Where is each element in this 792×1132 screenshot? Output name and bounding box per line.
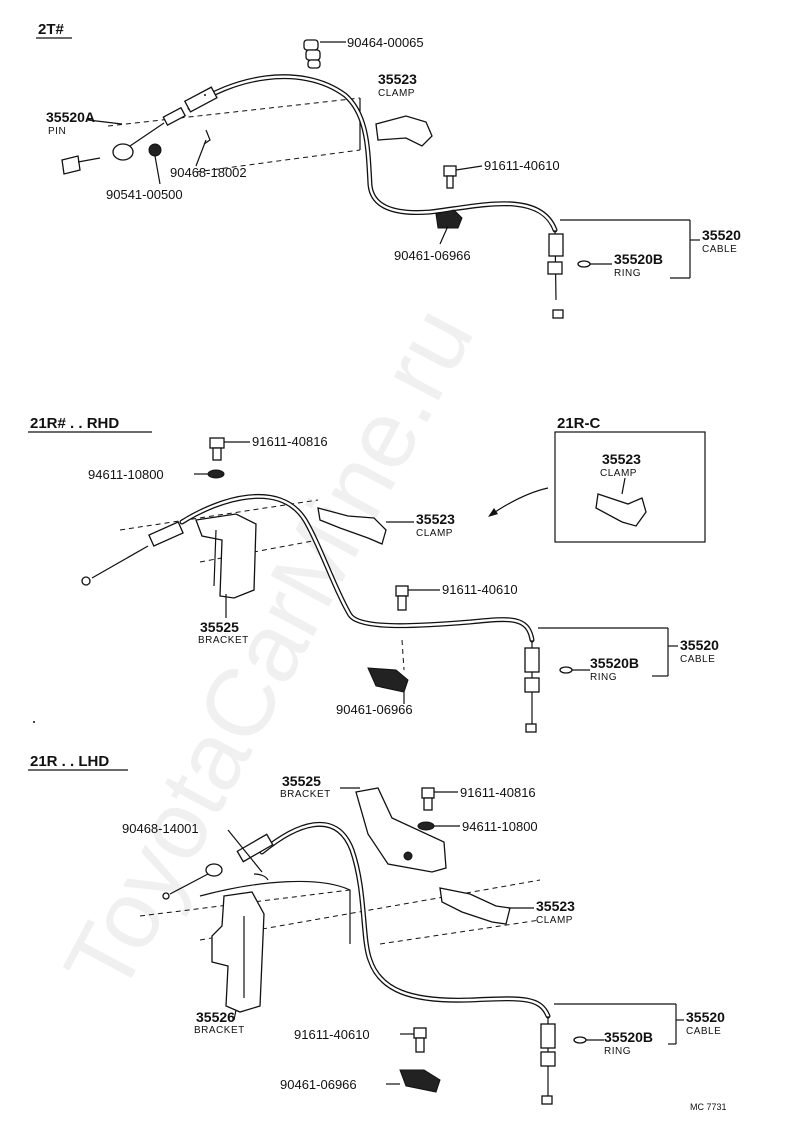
washer-icon [148,143,162,157]
label-35526-bracket: BRACKET [194,1025,245,1036]
clip-icon [253,873,269,881]
label-35525-bracket: BRACKET [280,789,331,800]
label-35526: 35526 [196,1009,235,1025]
label-94611-10800: 94611-10800 [462,819,538,834]
cable-end-right [548,233,564,257]
label-90461-06966: 90461-06966 [280,1077,357,1092]
cable-clip-icon [367,667,409,693]
label-35520a-pin: PIN [48,126,66,137]
section-title-2t: 2T# [38,21,65,38]
inset-title-21r-c: 21R-C [557,415,601,432]
cable-end-right [540,1023,556,1049]
ring-icon [577,260,591,268]
label-35523-clamp: CLAMP [416,528,453,539]
label-35520b: 35520B [614,251,663,267]
section-title-21r-lhd: 21R . . LHD [30,753,109,770]
label-35520-cable: CABLE [680,654,715,665]
inset-box-21r-c [554,431,706,543]
section-21r-rhd: 21R# . . RHD 21R-C 35523 CLAMP [28,415,719,733]
bolt-40816-icon [421,787,435,811]
label-91611-40816: 91611-40816 [460,785,536,800]
label-35520: 35520 [702,227,741,243]
bracket-35526-icon [211,891,265,1013]
section-2t: 2T# [36,21,741,319]
ring-icon [573,1036,587,1044]
label-90468-18002: 90468-18002 [170,165,247,180]
inset-clamp-icon [595,493,647,527]
label-35520b-ring: RING [590,672,617,683]
cable-clip-icon [435,209,463,229]
label-35523: 35523 [378,71,417,87]
arrow-icon [488,508,498,517]
label-35523: 35523 [416,511,455,527]
label-35525: 35525 [200,619,239,635]
label-91611-40816: 91611-40816 [252,434,328,449]
pin-icon [61,155,81,175]
label-35520-cable: CABLE [686,1026,721,1037]
cable-clip-icon [399,1069,441,1093]
label-94611-10800: 94611-10800 [88,467,164,482]
label-90468-14001: 90468-14001 [122,821,199,836]
cable-end-yoke [112,143,134,161]
label-35520a: 35520A [46,109,95,125]
washer-icon [417,821,435,831]
label-35523-clamp: CLAMP [378,88,415,99]
label-91611-40610: 91611-40610 [442,582,518,597]
clamp-icon [439,887,511,925]
inset-label-35523-clamp: CLAMP [600,468,637,479]
ring-icon [559,666,573,674]
clip-icon [203,129,211,145]
washer-icon [207,469,225,479]
clip-90464-icon [303,39,321,69]
cable-fitting-left [183,86,218,113]
label-90541-00500: 90541-00500 [106,187,183,202]
label-35520b: 35520B [604,1029,653,1045]
label-35520b-ring: RING [614,268,641,279]
label-35523-clamp: CLAMP [536,915,573,926]
figure-code: MC 7731 [690,1102,727,1112]
label-90461-06966: 90461-06966 [394,248,471,263]
bracket-35525-icon [355,787,447,873]
label-35520: 35520 [680,637,719,653]
label-35520b-ring: RING [604,1046,631,1057]
label-35525: 35525 [282,773,321,789]
watermark-text: ToyotaCarMine.ru [44,291,494,1010]
bolt-40816-icon [209,437,225,461]
label-35523: 35523 [536,898,575,914]
bolt-icon [443,165,457,189]
section-21r-lhd: 21R . . LHD [28,753,725,1105]
label-91611-40610: 91611-40610 [484,158,560,173]
label-35525-bracket: BRACKET [198,635,249,646]
clamp-icon [317,507,387,545]
cable-fitting-left [148,521,184,547]
label-90464-00065: 90464-00065 [347,35,424,50]
label-91611-40610: 91611-40610 [294,1027,370,1042]
label-35520-cable: CABLE [702,244,737,255]
label-35520b: 35520B [590,655,639,671]
bolt-40610-icon [413,1027,427,1053]
inset-label-35523: 35523 [602,451,641,467]
bolt-40610-icon [395,585,409,611]
label-35520: 35520 [686,1009,725,1025]
cable-end-right [524,647,540,673]
section-title-21r-rhd: 21R# . . RHD [30,415,119,432]
clamp-icon [375,115,433,147]
bracket-35525-icon [195,513,257,599]
label-90461-06966: 90461-06966 [336,702,413,717]
cable-fitting-left [236,833,274,863]
